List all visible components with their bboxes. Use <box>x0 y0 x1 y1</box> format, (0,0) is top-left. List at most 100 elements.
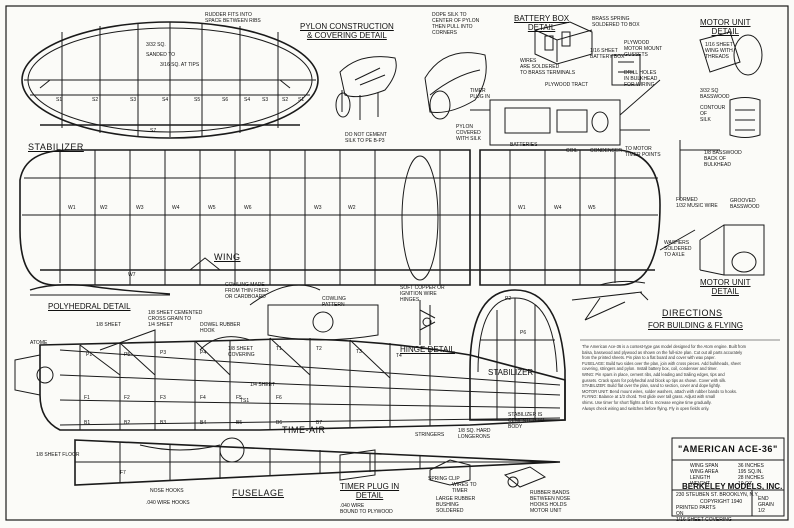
rib-label: S7 <box>150 128 157 134</box>
title-stabilizer: STABILIZER <box>28 142 84 152</box>
fuselage-part-label: F4 <box>200 395 206 401</box>
note-bound-plywood: .040 WIRE BOUND TO PLYWOOD <box>340 503 393 515</box>
specs-left: WING SPAN WING AREA LENGTH WEIGHT <box>690 463 719 487</box>
note-pylon-covered: PYLON COVERED WITH SILK <box>456 124 482 142</box>
fuselage-part-label: P4 <box>200 350 207 356</box>
note-brass-box: 1/16 SHEET BATTERY BOX <box>590 48 625 60</box>
note-wires-soldered: WIRES ARE SOLDERED TO BRASS TERMINALS <box>520 58 576 76</box>
fuselage-part-label: B2 <box>124 420 131 426</box>
fuselage-part-label: F5 <box>236 395 242 401</box>
rib-label: S3 <box>262 97 269 103</box>
note-to-motor: TO MOTOR TIMER POINTS <box>625 146 661 158</box>
note-coil: COIL <box>566 148 578 154</box>
note-sheet-covering: 1/8 SHEET COVERING <box>228 346 255 358</box>
title-fuselage: FUSELAGE <box>232 488 285 498</box>
rib-label: S4 <box>244 97 251 103</box>
note-3-32-sq: 3/32 SQ. <box>146 42 166 48</box>
note-wire-hooks: .040 WIRE HOOKS <box>146 500 190 506</box>
note-sheet-pylon: 1/8 SHEET <box>96 322 122 328</box>
fuselage-part-label: P1 <box>86 352 93 358</box>
fuselage-part-label: P6 <box>520 330 527 336</box>
rib-label: S6 <box>222 97 229 103</box>
title-hinge: HINGE DETAIL <box>400 345 455 354</box>
fuselage-part-label: T2 <box>316 346 322 352</box>
note-batteries: BATTERIES <box>510 142 538 148</box>
fuselage-part-label: F1 <box>84 395 90 401</box>
title-block-frame <box>671 437 785 517</box>
note-dope-silk: DOPE SILK TO CENTER OF PYLON THEN PULL I… <box>432 12 480 36</box>
fuselage-top-view <box>74 439 561 486</box>
title-timer: TIMER PLUG IN DETAIL <box>340 482 400 500</box>
rib-label: W3 <box>136 205 144 211</box>
rib-label: W7 <box>128 272 136 278</box>
note-sheet-floor: 1/8 SHEET FLOOR <box>36 452 80 458</box>
title-pylon: PYLON CONSTRUCTION & COVERING DETAIL <box>300 22 394 40</box>
note-soft-copper: SOFT COPPER OR IGNITION WIRE HINGES <box>400 285 445 303</box>
rudder-plan <box>469 289 566 421</box>
battery-box-drawing <box>534 21 593 65</box>
hinge-detail <box>419 300 436 345</box>
fuselage-part-label: F2 <box>124 395 130 401</box>
note-sheet-cemented: 1/8 SHEET CEMENTED CROSS GRAIN TO 1/4 SH… <box>148 310 203 328</box>
rib-label: S1 <box>298 97 305 103</box>
note-wires-to-timer: WIRES TO TIMER <box>452 482 477 494</box>
fuselage-part-label: B1 <box>84 420 91 426</box>
fuselage-part-label: T1 <box>276 346 282 352</box>
rib-label: W4 <box>554 205 562 211</box>
note-spring-clip: SPRING CLIP <box>428 476 460 482</box>
note-formed-wire: FORMED 1/32 MUSIC WIRE <box>676 197 718 209</box>
rib-label: W2 <box>348 205 356 211</box>
note-basswood-back: 1/8 BASSWOOD BACK OF BULKHEAD <box>704 150 742 168</box>
title-polyhedral: POLYHEDRAL DETAIL <box>48 302 131 311</box>
rib-label: W5 <box>208 205 216 211</box>
fuselage-part-label: F6 <box>276 395 282 401</box>
rib-label: S4 <box>162 97 169 103</box>
note-sq-at-tips: 3/16 SQ. AT TIPS <box>160 62 200 68</box>
cowling-pattern <box>249 284 379 341</box>
rib-label: W2 <box>100 205 108 211</box>
note-stringers: STRINGERS <box>415 432 445 438</box>
model-name: "AMERICAN ACE-36" <box>678 444 778 454</box>
note-rubber-bands: RUBBER BANDS BETWEEN NOSE HOOKS HOLDS MO… <box>530 490 571 514</box>
note-timer-plug: TIMER PLUG IN <box>470 88 491 100</box>
note-contour: CONTOUR OF SILK <box>700 105 726 123</box>
rib-label: S2 <box>92 97 99 103</box>
wing-plan <box>19 149 661 286</box>
motor-unit-bottom <box>659 224 765 276</box>
fuselage-part-label: B6 <box>276 420 283 426</box>
company-address: 230 STEUBEN ST. BROOKLYN, N.Y. <box>676 492 759 498</box>
note-nose-hooks: NOSE HOOKS <box>150 488 184 494</box>
fuselage-part-label: B3 <box>160 420 167 426</box>
rib-label: S5 <box>194 97 201 103</box>
ignition-circuit-drawing <box>470 54 661 146</box>
rib-label: W3 <box>314 205 322 211</box>
note-hard-longerons: 1/8 SQ. HARD LONGERONS <box>458 428 491 440</box>
polyhedral-detail <box>29 283 171 296</box>
note-rudder-fits: RUDDER FITS INTO SPACE BETWEEN RIBS <box>205 12 261 24</box>
fuselage-part-label: B4 <box>200 420 207 426</box>
note-large-rubber: LARGE RUBBER BUSHING SOLDERED <box>436 496 476 514</box>
rib-label: W4 <box>172 205 180 211</box>
rib-label: W1 <box>518 205 526 211</box>
fuselage-part-label: P3 <box>160 350 167 356</box>
label-time-air: TIME-AIR <box>282 425 326 435</box>
rib-label: S3 <box>130 97 137 103</box>
note-sheet-b4: 1/4 SHEET <box>250 382 276 388</box>
fuselage-part-label: P2 <box>505 296 512 302</box>
stabilizer-plan <box>21 21 319 139</box>
note-cowling-pattern: COWLING PATTERN <box>322 296 346 308</box>
note-plywood-mount: PLYWOOD MOTOR MOUNT GUSSETS <box>624 40 663 58</box>
rib-label: W1 <box>68 205 76 211</box>
note-condenser: CONDENSER <box>590 148 622 154</box>
motor-unit-top <box>679 31 763 200</box>
pylon-detail-sketch <box>335 52 487 120</box>
fuselage-part-label: P5 <box>124 352 131 358</box>
note-washers: WASHERS SOLDERED TO AXLE <box>664 240 692 258</box>
fuselage-part-label: T3 <box>356 349 362 355</box>
note-drill-holes: DRILL HOLES IN BULKHEAD FOR WIRING <box>624 70 658 88</box>
note-sanded: SANDED TO <box>146 52 175 58</box>
title-motor-unit: MOTOR UNIT DETAIL <box>700 18 751 36</box>
title-directions-sub: FOR BUILDING & FLYING <box>648 321 743 330</box>
